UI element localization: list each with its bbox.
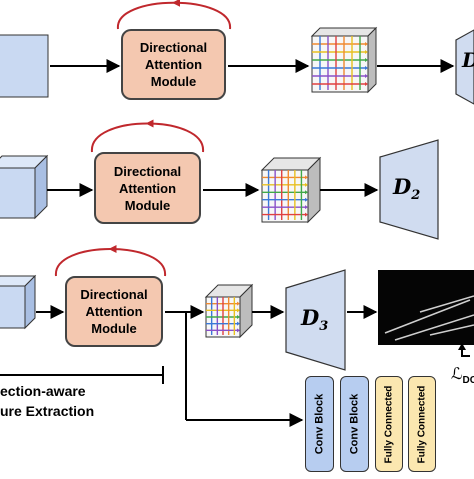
- loop-arrow-icon-3-head-icon: [108, 245, 117, 253]
- mask-line-1: [384, 299, 471, 334]
- decoder-3-label: D3: [301, 305, 329, 335]
- attention-grid-1-harrow: [365, 50, 368, 54]
- attention-grid-2-harrow: [305, 205, 308, 210]
- input-feature-cube-2-front: [0, 167, 36, 219]
- module-3-line2: Attention: [85, 304, 143, 319]
- fully-connected-block-2: Fully Connected: [408, 376, 436, 472]
- module-1-line3: Module: [150, 74, 197, 89]
- attention-grid-3-harrow: [237, 328, 240, 333]
- attention-grid-1-front: [311, 35, 369, 93]
- mask-line-2: [394, 314, 474, 341]
- loop-arrow-icon-1: [116, 1, 232, 30]
- attention-grid-2-front: [261, 169, 309, 223]
- module-3-line1: Directional: [80, 287, 148, 302]
- attention-grid-2-side: [307, 156, 321, 224]
- mask-line-4: [419, 295, 474, 313]
- directional-attention-module-1: Directional Attention Module: [121, 29, 226, 100]
- attention-grid-3-harrow: [237, 315, 240, 319]
- loop-arrow-icon-1-head-icon: [172, 0, 180, 7]
- conv-block-1: Conv Block: [305, 376, 334, 472]
- fully-connected-block-1: Fully Connected: [375, 376, 403, 472]
- loss-label: ℒDC: [451, 364, 474, 387]
- input-feature-cube-1-front: [0, 34, 49, 98]
- attention-grid-1-harrow: [365, 42, 368, 46]
- attention-grid-3-harrow: [237, 301, 240, 306]
- module-2-line2: Attention: [118, 180, 177, 196]
- conv-block-2: Conv Block: [340, 376, 369, 472]
- directional-attention-module-2: Directional Attention Module: [94, 152, 201, 224]
- attention-grid-1-harrow: [365, 58, 368, 62]
- attention-grid-1-top: [310, 27, 378, 37]
- decoder-2-label: D2: [393, 174, 421, 204]
- feature-extraction-line1: ection-aware: [0, 383, 86, 399]
- loop-arrow-icon-2: [90, 122, 205, 153]
- attention-grid-1-harrow: [365, 74, 368, 78]
- attention-grid-2-harrow: [305, 190, 308, 195]
- attention-grid-3-harrow: [237, 321, 240, 326]
- input-feature-cube-3-front: [0, 285, 26, 329]
- module-3-line3: Module: [91, 321, 137, 336]
- decoder-3-shape: [285, 269, 346, 371]
- module-2-line3: Module: [124, 197, 171, 213]
- attention-grid-1-harrow: [365, 82, 368, 86]
- attention-grid-3-harrow: [237, 308, 240, 313]
- decoder-1-shape: [455, 29, 474, 105]
- decoder-1-label: D: [462, 48, 474, 76]
- directional-attention-module-3: Directional Attention Module: [65, 276, 163, 347]
- feature-extraction-line2: ure Extraction: [0, 403, 95, 419]
- arrow-up-head-icon: [458, 343, 466, 350]
- attention-grid-1-harrow: [365, 66, 368, 70]
- module-1-line1: Directional: [139, 40, 208, 55]
- mask-line-3: [429, 324, 474, 336]
- attention-grid-2-harrow: [305, 212, 308, 217]
- input-feature-cube-3-side: [24, 274, 36, 330]
- decoder-2-shape: [379, 139, 439, 240]
- module-1-line2: Attention: [144, 57, 203, 72]
- module-2-line1: Directional: [113, 163, 182, 179]
- loop-arrow-icon-2-head-icon: [145, 119, 154, 128]
- attention-grid-2-harrow: [305, 182, 308, 187]
- attention-grid-2-harrow: [305, 197, 308, 202]
- output-mask-image: [378, 270, 474, 345]
- loop-arrow-icon-3: [54, 248, 167, 277]
- attention-grid-2-harrow: [305, 175, 308, 180]
- attention-grid-1-side: [367, 26, 377, 94]
